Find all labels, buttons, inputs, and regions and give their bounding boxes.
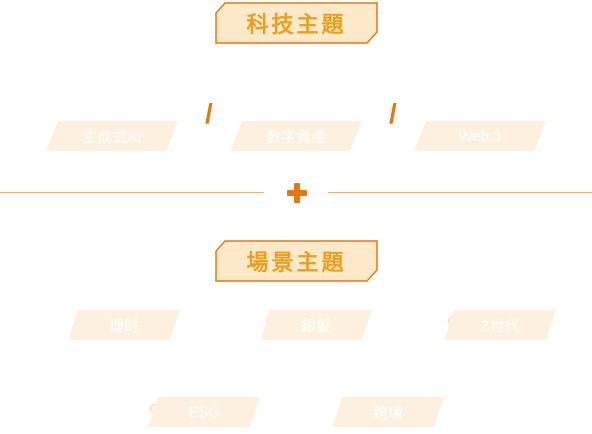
tag-generative-ai[interactable]: 生成式AI — [46, 121, 178, 151]
tech-theme-title: 科技主題 — [246, 13, 347, 38]
tag-label: ESG — [188, 403, 220, 421]
tag-label: Web 3 — [458, 127, 502, 145]
divider-line-right — [328, 192, 592, 193]
tag-digital-assets[interactable]: 數字資產 — [230, 121, 362, 151]
tech-theme-header: 科技主題 — [215, 2, 378, 44]
header-badge-shape — [215, 240, 378, 282]
tag-silver-generation[interactable]: 銀髮 — [260, 310, 372, 340]
tag-gen-z[interactable]: Z世代 — [444, 310, 556, 340]
header-badge-shape — [215, 2, 378, 44]
tag-wealth-management[interactable]: 理財 — [68, 310, 180, 340]
separator-slash: / — [205, 98, 213, 129]
divider-line-left — [0, 192, 264, 193]
separator-slash: / — [389, 98, 397, 129]
tag-esg[interactable]: ESG — [148, 397, 260, 427]
tag-label: 理財 — [108, 317, 139, 335]
tag-label: 銀髮 — [300, 317, 331, 335]
tag-cross-border[interactable]: 跨境 — [332, 397, 444, 427]
scene-theme-title: 場景主題 — [246, 251, 347, 276]
tag-label: Z世代 — [480, 317, 520, 335]
tag-web3[interactable]: Web 3 — [414, 121, 546, 151]
tag-label: 跨境 — [372, 404, 403, 422]
tag-label: 生成式AI — [82, 128, 142, 146]
scene-theme-header: 場景主題 — [215, 240, 378, 282]
plus-icon — [285, 181, 309, 205]
tag-label: 數字資產 — [265, 128, 326, 146]
